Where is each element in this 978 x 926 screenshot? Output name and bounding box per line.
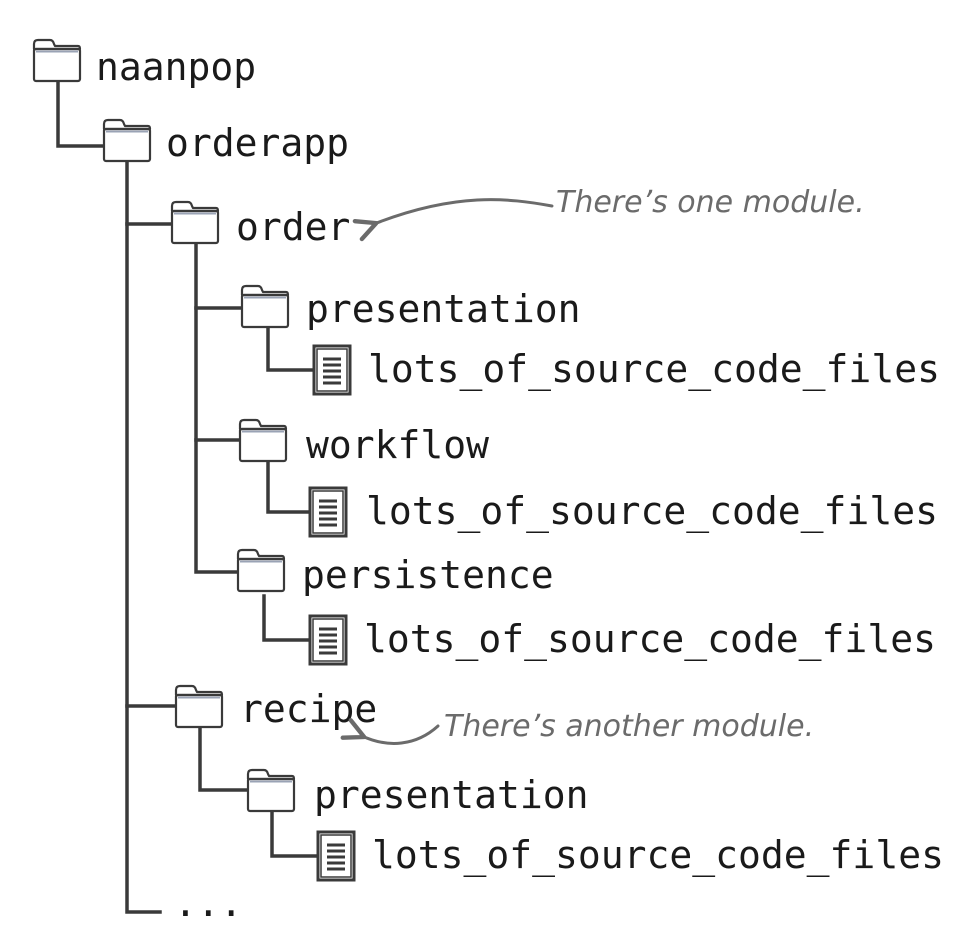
file-order-persistence[interactable]: lots_of_source_code_files [308,614,936,666]
folder-order-persistence[interactable]: persistence [236,548,554,597]
node-label-order-persistence-files: lots_of_source_code_files [364,617,936,662]
file-order-workflow[interactable]: lots_of_source_code_files [308,486,938,538]
file-icon [312,344,352,396]
ellipsis-label: ... [174,881,243,925]
node-label-recipe-presentation-files: lots_of_source_code_files [372,833,944,878]
node-label-order-presentation-files: lots_of_source_code_files [368,347,940,392]
folder-icon [32,38,82,83]
folder-recipe[interactable]: recipe [174,684,377,731]
file-icon [316,830,356,882]
annotation-arrow [340,718,440,745]
file-icon [308,614,348,666]
annotation-text-recipe: There’s another module. [444,709,814,744]
node-label-order-workflow-files: lots_of_source_code_files [366,489,938,534]
annotation-recipe: There’s another module. [340,709,814,745]
file-recipe-presentation[interactable]: lots_of_source_code_files [316,830,944,882]
folder-icon [246,768,296,813]
node-label-recipe-presentation: presentation [314,773,589,817]
annotation-arrow [352,198,554,242]
folder-icon [170,200,220,245]
folder-icon [240,284,290,329]
node-label-order-workflow: workflow [306,423,489,467]
folder-order[interactable]: order [170,200,350,249]
node-label-order: order [236,205,350,249]
folder-order-workflow[interactable]: workflow [238,418,489,467]
node-label-order-persistence: persistence [302,553,554,597]
folder-icon [238,418,288,463]
file-order-presentation[interactable]: lots_of_source_code_files [312,344,940,396]
node-label-orderapp: orderapp [166,121,349,165]
node-label-order-presentation: presentation [306,287,581,331]
folder-orderapp[interactable]: orderapp [102,118,349,165]
folder-order-presentation[interactable]: presentation [240,284,581,331]
node-label-recipe: recipe [240,687,377,731]
folder-recipe-presentation[interactable]: presentation [246,768,589,817]
annotation-text-order: There’s one module. [556,185,865,220]
folder-icon [102,118,152,163]
folder-naanpop[interactable]: naanpop [32,38,256,89]
annotation-order: There’s one module. [352,185,865,242]
file-icon [308,486,348,538]
node-label-naanpop: naanpop [96,45,256,89]
connector-lines [56,78,318,914]
folder-icon [236,548,286,593]
folder-icon [174,684,224,729]
